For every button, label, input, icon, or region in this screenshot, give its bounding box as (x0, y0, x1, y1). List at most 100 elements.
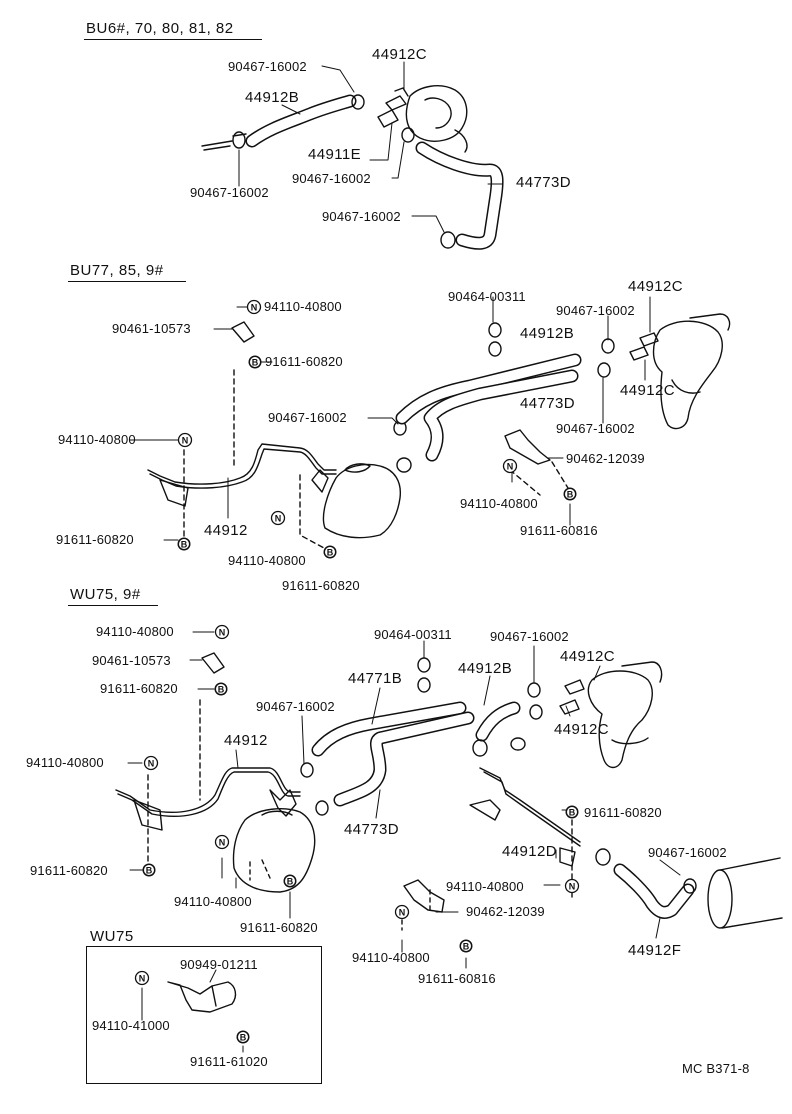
n-symbol: N (270, 510, 286, 526)
part-label: 91611-60820 (282, 578, 360, 593)
svg-text:N: N (219, 628, 226, 638)
valve-assembly-s3 (587, 670, 653, 769)
wu75-inset-box (86, 946, 322, 1084)
part-label: 44912C (372, 46, 427, 63)
n-symbol: N (246, 299, 262, 315)
part-label: 44773D (520, 395, 575, 412)
b-symbol: B (283, 874, 297, 888)
part-label: 90461-10573 (112, 321, 191, 336)
section-heading: BU6#, 70, 80, 81, 82 (86, 20, 234, 37)
diagram-code: MC B371-8 (682, 1061, 750, 1076)
part-label: 90467-16002 (256, 699, 335, 714)
pipe-44912-s3 (115, 767, 301, 813)
part-label: 90467-16002 (228, 59, 307, 74)
svg-text:N: N (148, 759, 155, 769)
part-label: 94110-40800 (228, 553, 306, 568)
part-label: 44912C (560, 648, 615, 665)
clamp-bracket (167, 981, 237, 1013)
svg-text:B: B (567, 490, 574, 500)
n-symbol: N (502, 458, 518, 474)
part-label: 44912B (520, 325, 575, 342)
part-label: 90467-16002 (556, 303, 635, 318)
b-symbol: B (142, 863, 156, 877)
part-label: 90467-16002 (190, 185, 269, 200)
heading-underline (68, 605, 158, 606)
part-label: 44912D (502, 843, 557, 860)
svg-text:B: B (569, 808, 576, 818)
tank (322, 463, 402, 539)
part-label: 91611-60820 (56, 532, 134, 547)
part-label: 90467-16002 (648, 845, 727, 860)
svg-text:N: N (219, 838, 226, 848)
b-symbol: B (459, 939, 473, 953)
b-symbol: B (248, 355, 262, 369)
svg-text:B: B (463, 942, 470, 952)
svg-text:N: N (275, 514, 282, 524)
svg-text:B: B (252, 358, 259, 368)
valve-assembly-s2 (652, 320, 723, 430)
section-heading: BU77, 85, 9# (70, 262, 164, 279)
inset-heading: WU75 (90, 928, 134, 945)
section3-drawing (115, 652, 783, 931)
wu75-inset-drawing (167, 981, 237, 1013)
n-symbol: N (214, 624, 230, 640)
svg-text:B: B (240, 1033, 247, 1043)
heading-underline (84, 39, 262, 40)
svg-text:N: N (399, 908, 406, 918)
b-symbol: B (177, 537, 191, 551)
symbol-markers: N B N B N B N B N B N B N B B N N B N B (134, 299, 580, 1044)
part-label: 94110-40800 (26, 755, 104, 770)
section1-drawing (201, 85, 504, 250)
bracket-90462 (504, 429, 551, 465)
n-symbol: N (143, 755, 159, 771)
tank-s3 (232, 808, 316, 893)
part-label: 94110-40800 (96, 624, 174, 639)
part-label: 91611-60820 (265, 354, 343, 369)
part-label: 94110-40800 (352, 950, 430, 965)
part-label: 44912B (245, 89, 300, 106)
part-label: 90949-01211 (180, 957, 258, 972)
part-label: 90462-12039 (566, 451, 645, 466)
part-label: 91611-60820 (584, 805, 662, 820)
part-label: 44911E (308, 146, 362, 163)
svg-text:B: B (327, 548, 334, 558)
svg-text:N: N (139, 974, 146, 984)
svg-text:B: B (146, 866, 153, 876)
leader-lines (127, 61, 681, 1053)
svg-text:N: N (569, 882, 576, 892)
part-label: 44912F (628, 942, 682, 959)
tank-end (719, 857, 783, 929)
part-label: 90462-12039 (466, 904, 545, 919)
pipe-44912 (147, 443, 337, 485)
n-symbol: N (177, 432, 193, 448)
part-label: 91611-60820 (100, 681, 178, 696)
part-label: 44773D (516, 174, 571, 191)
svg-text:B: B (287, 877, 294, 887)
part-label: 91611-60820 (240, 920, 318, 935)
n-symbol: N (564, 878, 580, 894)
part-label: 91611-61020 (190, 1054, 268, 1069)
part-label: 44912B (458, 660, 513, 677)
section-heading: WU75, 9# (70, 586, 141, 603)
svg-text:N: N (182, 436, 189, 446)
part-label: 91611-60820 (30, 863, 108, 878)
n-symbol: N (214, 834, 230, 850)
part-label: 44912C (554, 721, 609, 738)
part-label: 91611-60816 (520, 523, 598, 538)
part-label: 94110-40800 (174, 894, 252, 909)
n-symbol: N (394, 904, 410, 920)
pipe-44912d (479, 767, 581, 847)
part-label: 94110-41000 (92, 1018, 170, 1033)
svg-text:N: N (507, 462, 514, 472)
part-label: 44912C (628, 278, 683, 295)
b-symbol: B (563, 487, 577, 501)
b-symbol: B (236, 1030, 250, 1044)
part-label: 91611-60816 (418, 971, 496, 986)
part-label: 90467-16002 (490, 629, 569, 644)
svg-text:B: B (218, 685, 225, 695)
svg-text:N: N (251, 303, 258, 313)
part-label: 94110-40800 (264, 299, 342, 314)
part-label: 90467-16002 (268, 410, 347, 425)
part-label: 44773D (344, 821, 399, 838)
